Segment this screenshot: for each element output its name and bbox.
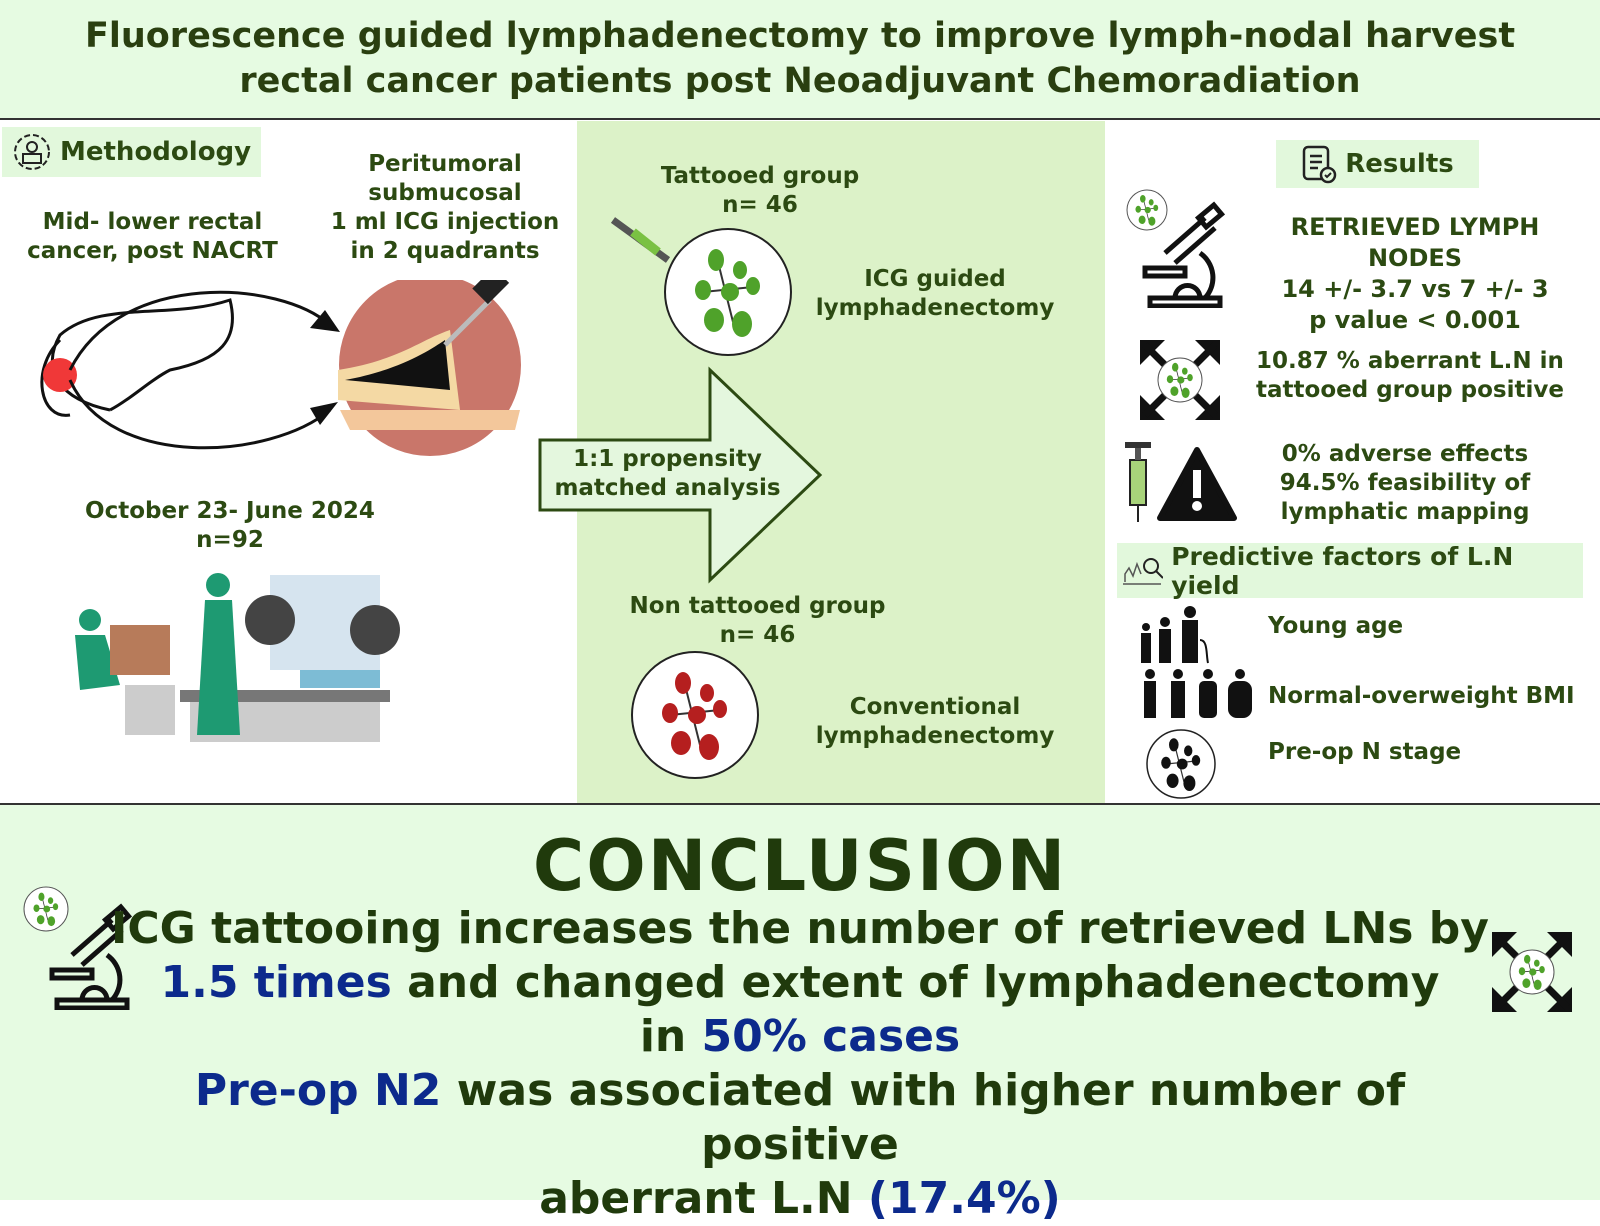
study-period: October 23- June 2024 n=92	[60, 497, 400, 555]
text-line: Conventional	[849, 694, 1021, 720]
tattooed-group-label: Tattooed group n= 46	[640, 162, 880, 220]
text-line: Peritumoral	[368, 151, 522, 177]
predictive-factors-label: Predictive factors of L.N yield	[1171, 541, 1514, 600]
text-line: lymphadenectomy	[815, 295, 1055, 321]
results-heading: Results	[1276, 140, 1479, 188]
analysis-arrow	[538, 366, 823, 584]
spread-arrows-icon	[1138, 338, 1222, 422]
text: and changed extent of lymphadenectomy	[391, 957, 1440, 1008]
icg-lymph-nodes-icon	[610, 217, 792, 356]
text-line: lymphadenectomy	[815, 723, 1055, 749]
text-line: n= 46	[722, 192, 798, 218]
propensity-analysis-label: 1:1 propensity matched analysis	[545, 445, 790, 503]
title-line-2: rectal cancer patients post Neoadjuvant …	[239, 61, 1361, 101]
conclusion-panel	[0, 803, 1600, 1200]
text: in	[639, 1011, 702, 1062]
methodology-icon	[14, 134, 50, 170]
predictive-factors-heading: Predictive factors of L.N yield	[1117, 541, 1583, 600]
text-line: 14 +/- 3.7 vs 7 +/- 3	[1281, 275, 1549, 303]
robotic-surgery-illustration	[75, 573, 400, 742]
text-line: submucosal	[368, 180, 522, 206]
conclusion-spread-arrows-icon	[1490, 930, 1574, 1014]
tumor-icon	[43, 358, 77, 392]
conclusion-heading: CONCLUSION	[532, 825, 1068, 907]
report-check-icon	[1303, 145, 1337, 184]
text-line: October 23- June 2024	[85, 498, 375, 524]
factor-n-stage: Pre-op N stage	[1268, 739, 1462, 765]
title-banner: Fluorescence guided lymphadenectomy to i…	[0, 0, 1600, 120]
age-groups-icon	[1141, 606, 1209, 664]
text-line: ICG guided	[864, 266, 1006, 292]
conventional-lymphadenectomy-label: Conventional lymphadenectomy	[800, 693, 1070, 751]
highlight: (17.4%)	[867, 1173, 1061, 1224]
text: aberrant L.N	[539, 1173, 868, 1224]
highlight: 50% cases	[701, 1011, 961, 1062]
icg-lymphadenectomy-label: ICG guided lymphadenectomy	[800, 265, 1070, 323]
text-line: Mid- lower rectal	[42, 209, 263, 235]
rectum-injection-illustration	[40, 280, 523, 458]
text-line: in 2 quadrants	[350, 238, 540, 264]
text-line: lymphatic mapping	[1280, 499, 1530, 525]
methodology-heading: Methodology	[2, 127, 262, 177]
factor-young-age: Young age	[1268, 613, 1404, 639]
text-line: 0% adverse effects	[1281, 441, 1529, 467]
retrieved-nodes-result: RETRIEVED LYMPH NODES 14 +/- 3.7 vs 7 +/…	[1240, 212, 1590, 336]
conclusion-text: ICG tattooing increases the number of re…	[100, 902, 1500, 1226]
conclusion-line: in 50% cases	[100, 1010, 1500, 1064]
conclusion-line: aberrant L.N (17.4%)	[100, 1172, 1500, 1226]
text-line: 1:1 propensity	[573, 446, 762, 472]
bmi-icon	[1144, 669, 1252, 718]
aberrant-result: 10.87 % aberrant L.N in tattooed group p…	[1240, 347, 1580, 405]
patient-text: Mid- lower rectal cancer, post NACRT	[20, 208, 285, 266]
conventional-lymph-nodes-icon	[631, 651, 759, 779]
results-label: Results	[1345, 149, 1454, 179]
text-line: Non tattooed group	[629, 593, 886, 619]
chart-search-icon	[1123, 557, 1164, 585]
text-line: 1 ml ICG injection	[330, 209, 560, 235]
n-stage-nodes-icon	[1146, 729, 1216, 799]
methodology-label: Methodology	[60, 137, 252, 167]
conclusion-line: Pre-op N2 was associated with higher num…	[100, 1064, 1500, 1172]
microscope-icon	[1126, 189, 1225, 308]
text: was associated with higher number of pos…	[441, 1065, 1406, 1170]
safety-result: 0% adverse effects 94.5% feasibility of …	[1240, 440, 1570, 527]
syringe-warning-icon	[1125, 442, 1237, 522]
text-line: RETRIEVED LYMPH NODES	[1290, 213, 1540, 272]
text-line: matched analysis	[554, 475, 781, 501]
factor-bmi: Normal-overweight BMI	[1268, 683, 1575, 709]
text-line: n=92	[196, 527, 264, 553]
highlight: 1.5 times	[160, 957, 392, 1008]
text-line: tattooed group positive	[1256, 377, 1564, 403]
text-line: cancer, post NACRT	[27, 238, 278, 264]
text-line: 10.87 % aberrant L.N in	[1256, 348, 1564, 374]
title-line-1: Fluorescence guided lymphadenectomy to i…	[84, 16, 1516, 56]
injection-text: Peritumoral submucosal 1 ml ICG injectio…	[320, 150, 570, 266]
text-line: p value < 0.001	[1309, 306, 1521, 334]
text-line: Tattooed group	[660, 163, 860, 189]
text-line: 94.5% feasibility of	[1279, 470, 1531, 496]
conclusion-line: 1.5 times and changed extent of lymphade…	[100, 956, 1500, 1010]
highlight: Pre-op N2	[194, 1065, 442, 1116]
conclusion-microscope-icon	[23, 886, 137, 1010]
text-line: n= 46	[719, 622, 796, 648]
non-tattooed-group-label: Non tattooed group n= 46	[620, 592, 895, 650]
conclusion-line: ICG tattooing increases the number of re…	[111, 903, 1489, 954]
